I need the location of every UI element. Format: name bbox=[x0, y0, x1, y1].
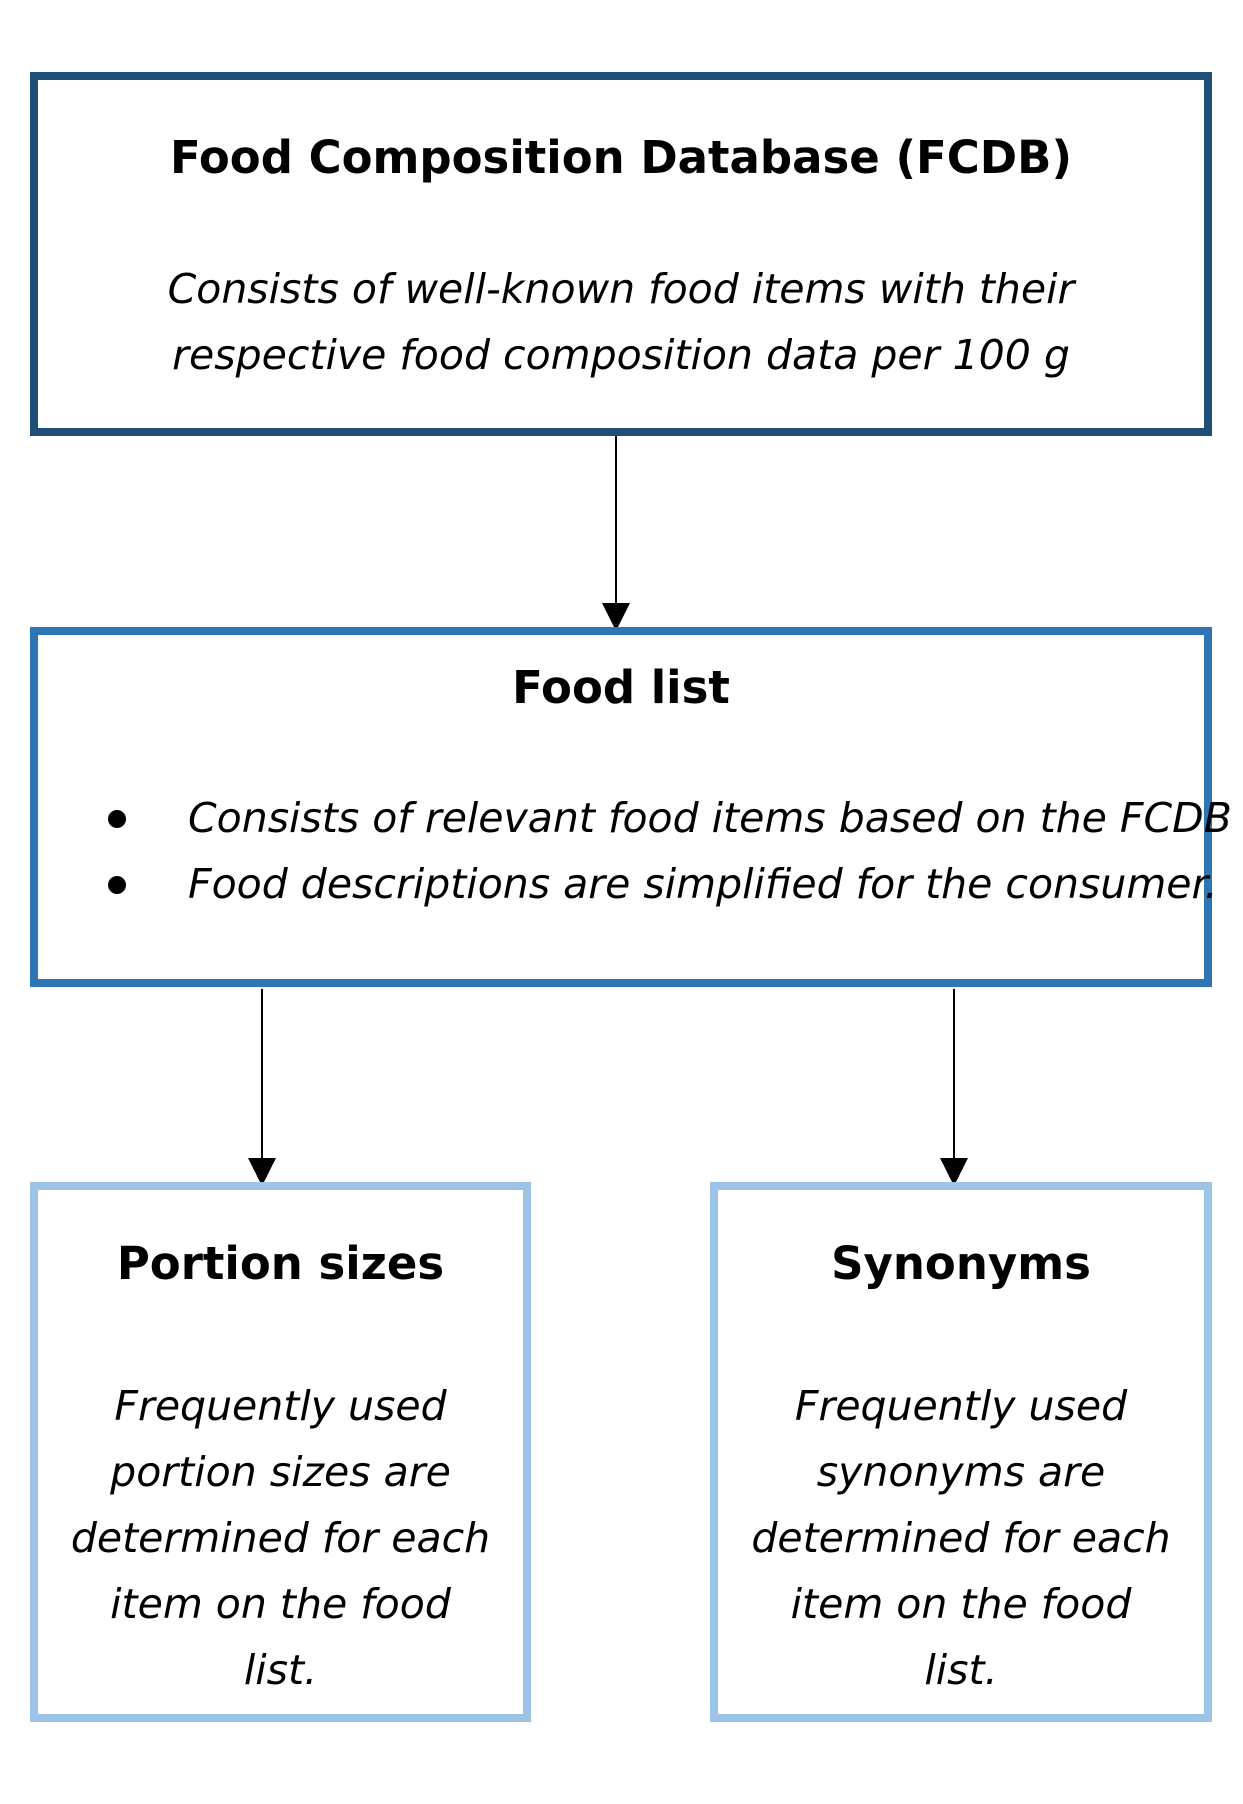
fcdb-box: Food Composition Database (FCDB) Consist… bbox=[30, 72, 1212, 436]
fcdb-description-line: respective food composition data per 100… bbox=[172, 331, 1070, 379]
arrow-fcdb-to-food-list bbox=[602, 436, 630, 631]
synonyms-description-line: list. bbox=[924, 1646, 998, 1694]
synonyms-description-line: synonyms are bbox=[816, 1448, 1106, 1496]
bullet-item: Food descriptions are simplified for the… bbox=[108, 851, 1218, 917]
fcdb-description-line: Consists of well-known food items with t… bbox=[167, 265, 1075, 313]
bullet-text: Food descriptions are simplified for the… bbox=[188, 860, 1218, 908]
bullet-text: Consists of relevant food items based on… bbox=[188, 794, 1232, 842]
portion-sizes-description-line: item on the food bbox=[110, 1580, 451, 1628]
portion-sizes-title: Portion sizes bbox=[116, 1237, 445, 1290]
portion-sizes-box: Portion sizes Frequently used portion si… bbox=[30, 1182, 531, 1722]
food-list-bullets: Consists of relevant food items based on… bbox=[108, 785, 1232, 917]
portion-sizes-description-line: list. bbox=[243, 1646, 318, 1694]
arrow-food-list-to-synonyms bbox=[940, 989, 968, 1186]
portion-sizes-description-line: Frequently used bbox=[114, 1382, 447, 1430]
food-list-box: Food list Consists of relevant food item… bbox=[30, 627, 1232, 987]
arrow-food-list-to-portion-sizes bbox=[248, 989, 276, 1186]
portion-sizes-description-line: portion sizes are bbox=[110, 1448, 451, 1496]
bullet-item: Consists of relevant food items based on… bbox=[108, 785, 1232, 851]
synonyms-box: Synonyms Frequently used synonyms are de… bbox=[710, 1182, 1212, 1722]
food-list-title: Food list bbox=[512, 661, 730, 714]
fcdb-title: Food Composition Database (FCDB) bbox=[169, 131, 1073, 184]
portion-sizes-description-line: determined for each bbox=[70, 1514, 491, 1562]
synonyms-description-line: Frequently used bbox=[794, 1382, 1128, 1430]
fcdb-description: Consists of well-known food items with t… bbox=[138, 256, 1104, 388]
synonyms-title: Synonyms bbox=[831, 1237, 1091, 1290]
synonyms-description: Frequently used synonyms are determined … bbox=[738, 1373, 1184, 1703]
synonyms-description-line: item on the food bbox=[790, 1580, 1132, 1628]
bullet-dot-icon bbox=[108, 810, 126, 828]
synonyms-description-line: determined for each bbox=[751, 1514, 1171, 1562]
bullet-dot-icon bbox=[108, 876, 126, 894]
portion-sizes-description: Frequently used portion sizes are determ… bbox=[58, 1373, 503, 1703]
